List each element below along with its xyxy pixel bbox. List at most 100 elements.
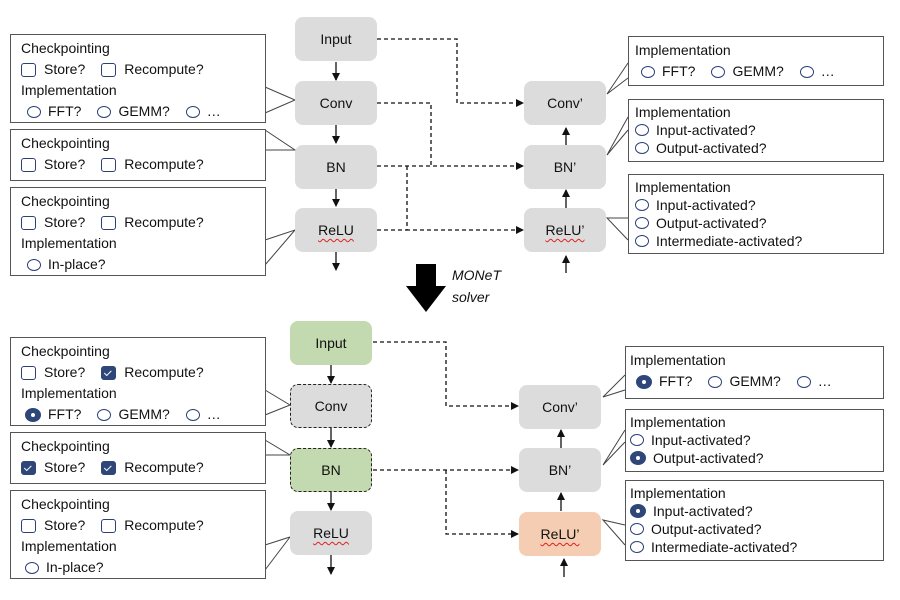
recompute-option[interactable]: Recompute? [101, 457, 204, 478]
recompute-option[interactable]: Recompute? [101, 515, 204, 536]
gemm-option[interactable]: GEMM? [708, 371, 781, 392]
gemm-radio[interactable] [711, 65, 726, 78]
store-checkbox-checked[interactable] [21, 460, 36, 475]
gemm-option[interactable]: GEMM? [711, 61, 784, 82]
recompute-checkbox[interactable] [101, 518, 117, 533]
input-activated-radio[interactable] [635, 199, 649, 211]
implementation-heading: Implementation [21, 538, 117, 554]
recompute-checkbox-checked[interactable] [101, 460, 117, 475]
node-conv-grad-result[interactable]: Conv’ [519, 385, 601, 429]
output-activated-radio-selected[interactable] [630, 451, 646, 465]
fft-radio[interactable] [27, 105, 41, 118]
inplace-option[interactable]: In-place? [25, 557, 104, 578]
recompute-checkbox[interactable] [101, 62, 117, 77]
more-option[interactable]: … [185, 404, 221, 425]
implementation-heading: Implementation [21, 385, 117, 401]
relu-options-panel-result: Checkpointing Store? Recompute? Implemen… [10, 490, 266, 579]
store-checkbox[interactable] [21, 518, 36, 533]
intermediate-activated-option[interactable]: Intermediate-activated? [630, 538, 797, 556]
fft-option[interactable]: FFT? [641, 61, 695, 82]
more-radio[interactable] [185, 408, 200, 421]
node-relu-grad[interactable]: ReLU’ [524, 208, 606, 252]
bn-options-panel-result: Checkpointing Store? Recompute? [10, 432, 266, 484]
input-activated-radio[interactable] [630, 434, 644, 446]
implementation-heading: Implementation [630, 485, 726, 501]
gemm-radio[interactable] [97, 105, 112, 118]
gemm-radio[interactable] [97, 408, 112, 421]
more-option[interactable]: … [796, 371, 832, 392]
relu-options-panel: Checkpointing Store? Recompute? Implemen… [10, 187, 266, 276]
node-bn-grad-result[interactable]: BN’ [519, 448, 601, 492]
intermediate-activated-option[interactable]: Intermediate-activated? [635, 232, 802, 250]
gemm-radio[interactable] [708, 375, 723, 388]
fft-radio-selected[interactable] [636, 374, 652, 389]
inplace-radio[interactable] [25, 561, 39, 574]
store-option[interactable]: Store? [21, 515, 85, 536]
store-option[interactable]: Store? [21, 457, 85, 478]
node-relu-grad-result[interactable]: ReLU’ [519, 512, 601, 556]
fft-radio[interactable] [641, 65, 655, 78]
recompute-option[interactable]: Recompute? [101, 362, 204, 383]
conv-options-panel-result: Checkpointing Store? Recompute? Implemen… [10, 337, 266, 426]
store-checkbox[interactable] [21, 62, 36, 77]
node-relu-result[interactable]: ReLU [290, 511, 372, 555]
node-input-result[interactable]: Input [290, 321, 372, 365]
output-activated-option[interactable]: Output-activated? [630, 449, 764, 467]
recompute-checkbox[interactable] [101, 215, 117, 230]
input-activated-option[interactable]: Input-activated? [630, 502, 753, 520]
output-activated-option[interactable]: Output-activated? [635, 214, 767, 232]
output-activated-radio[interactable] [635, 217, 649, 229]
store-option[interactable]: Store? [21, 59, 85, 80]
solver-label: MONeT solver [452, 267, 501, 305]
store-option[interactable]: Store? [21, 154, 85, 175]
output-activated-option[interactable]: Output-activated? [635, 139, 767, 157]
implementation-heading: Implementation [635, 104, 731, 120]
store-checkbox[interactable] [21, 215, 36, 230]
output-activated-radio[interactable] [635, 142, 649, 154]
inplace-radio[interactable] [27, 258, 41, 271]
fft-option[interactable]: FFT? [27, 101, 81, 122]
intermediate-activated-radio[interactable] [630, 541, 644, 553]
node-bn-grad[interactable]: BN’ [524, 145, 606, 189]
recompute-option[interactable]: Recompute? [101, 154, 204, 175]
node-conv-result[interactable]: Conv [290, 384, 372, 428]
fft-radio-selected[interactable] [25, 407, 41, 422]
gemm-option[interactable]: GEMM? [97, 101, 170, 122]
intermediate-activated-radio[interactable] [635, 235, 649, 247]
store-option[interactable]: Store? [21, 212, 85, 233]
node-bn[interactable]: BN [295, 145, 377, 189]
checkpointing-heading: Checkpointing [21, 496, 110, 512]
input-activated-radio-selected[interactable] [630, 504, 646, 518]
bn-grad-options-panel-result: Implementation Input-activated? Output-a… [625, 409, 884, 472]
input-activated-radio[interactable] [635, 124, 649, 136]
store-option[interactable]: Store? [21, 362, 85, 383]
recompute-checkbox[interactable] [101, 157, 117, 172]
more-option[interactable]: … [799, 61, 835, 82]
checkpointing-heading: Checkpointing [21, 135, 110, 151]
more-option[interactable]: … [185, 101, 221, 122]
store-checkbox[interactable] [21, 365, 36, 380]
store-checkbox[interactable] [21, 157, 36, 172]
output-activated-option[interactable]: Output-activated? [630, 520, 762, 538]
more-radio[interactable] [796, 375, 811, 388]
more-radio[interactable] [799, 65, 814, 78]
bn-grad-options-panel: Implementation Input-activated? Output-a… [628, 99, 884, 162]
recompute-checkbox-checked[interactable] [101, 365, 117, 380]
input-activated-option[interactable]: Input-activated? [635, 196, 756, 214]
more-radio[interactable] [185, 105, 200, 118]
node-input[interactable]: Input [295, 17, 377, 61]
inplace-option[interactable]: In-place? [27, 254, 106, 275]
node-relu[interactable]: ReLU [295, 208, 377, 252]
node-conv-grad[interactable]: Conv’ [524, 81, 606, 125]
fft-option[interactable]: FFT? [25, 404, 81, 425]
gemm-option[interactable]: GEMM? [97, 404, 170, 425]
fft-option[interactable]: FFT? [636, 371, 692, 392]
recompute-option[interactable]: Recompute? [101, 212, 204, 233]
relu-grad-options-panel-result: Implementation Input-activated? Output-a… [625, 480, 884, 561]
input-activated-option[interactable]: Input-activated? [635, 121, 756, 139]
input-activated-option[interactable]: Input-activated? [630, 431, 751, 449]
node-bn-result[interactable]: BN [290, 448, 372, 492]
node-conv[interactable]: Conv [295, 81, 377, 125]
output-activated-radio[interactable] [630, 523, 644, 535]
recompute-option[interactable]: Recompute? [101, 59, 204, 80]
